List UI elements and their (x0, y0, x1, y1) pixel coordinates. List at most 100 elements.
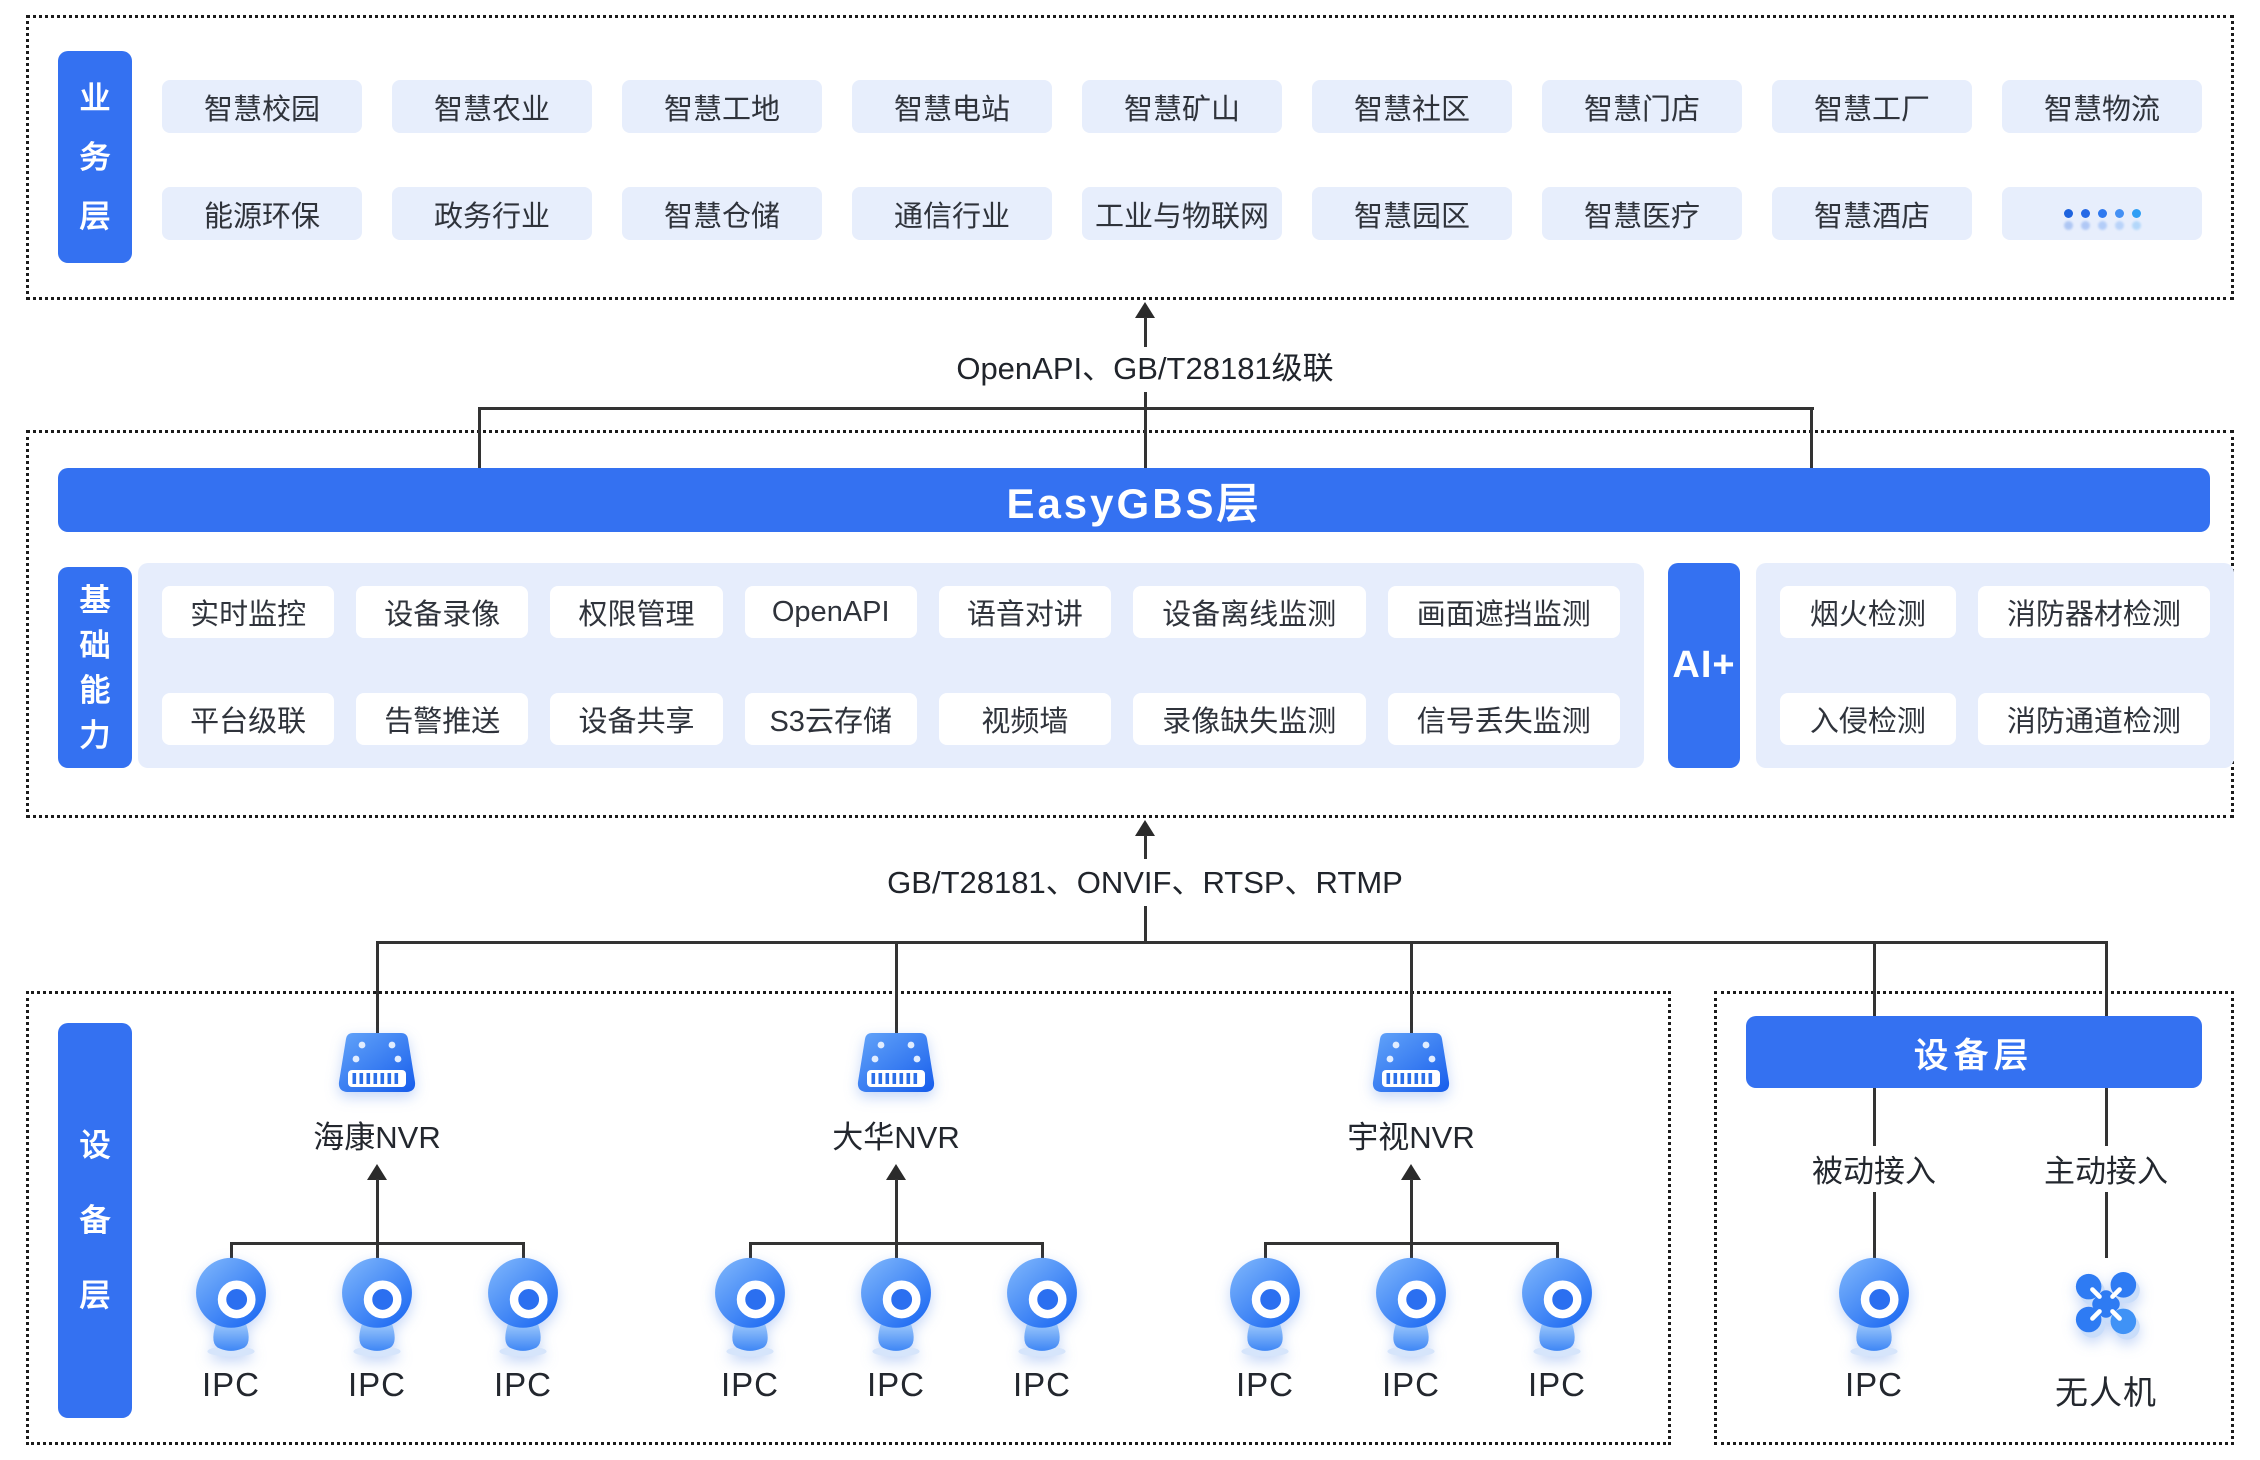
business-chip: 智慧酒店 (1772, 187, 1972, 240)
ai-capability-chip: 消防器材检测 (1977, 586, 2210, 638)
business-chip: 智慧社区 (1312, 80, 1512, 133)
connector-line (1555, 1242, 1559, 1260)
ipc-camera-icon (712, 1256, 788, 1358)
business-layer-pill: 业务层 (58, 51, 132, 263)
connector-line (1409, 1242, 1413, 1260)
capability-chip: 权限管理 (550, 586, 723, 638)
arrow-up-icon (1135, 302, 1155, 318)
ellipsis-dots-icon (2063, 209, 2141, 218)
connector-label-device: GB/T28181、ONVIF、RTSP、RTMP (887, 865, 1403, 900)
capability-panel: 实时监控设备录像权限管理 OpenAPI 语音对讲设备离线监测画面遮挡监测平台级联告… (138, 563, 1644, 768)
connector-line (375, 1242, 379, 1260)
business-chip: 智慧工厂 (1772, 80, 1972, 133)
more-industries-chip (2002, 187, 2202, 240)
business-layer-section (26, 15, 2234, 300)
ai-capability-chip: 入侵检测 (1780, 693, 1956, 745)
ai-capability-chip: 烟火检测 (1780, 586, 1956, 638)
nvr-name: 宇视NVR (1347, 1120, 1475, 1155)
nvr-icon (337, 1030, 417, 1100)
ai-label: AI+ (1672, 644, 1736, 686)
connector-line (375, 1179, 379, 1242)
connector-line (1409, 1179, 1413, 1242)
business-chip: 智慧工地 (622, 80, 822, 133)
ai-pill: AI+ (1668, 563, 1740, 768)
capability-chip: 语音对讲 (938, 586, 1112, 638)
connector-line (1143, 906, 1147, 943)
connector-line (748, 1242, 752, 1260)
business-chip: 智慧门店 (1542, 80, 1742, 133)
capability-chip: 录像缺失监测 (1133, 693, 1366, 745)
access-mode-label: 主动接入 (2044, 1154, 2168, 1189)
connector-line (1263, 1242, 1267, 1260)
device-layer-bar: 设备层 (1746, 1016, 2202, 1088)
nvr-icon (856, 1030, 936, 1100)
ipc-camera-icon (1227, 1256, 1303, 1358)
business-chip: 智慧医疗 (1542, 187, 1742, 240)
business-chip: 智慧农业 (392, 80, 592, 133)
ipc-camera-icon (1373, 1256, 1449, 1358)
capability-chip: 实时监控 (162, 586, 335, 638)
device-layer-bar-title: 设备层 (1914, 1036, 2034, 1075)
business-chip: 智慧矿山 (1082, 80, 1282, 133)
business-chip: 能源环保 (162, 187, 362, 240)
connector-line (1143, 835, 1147, 859)
ipc-label: IPC (720, 1366, 779, 1403)
capability-chip: OpenAPI (744, 586, 917, 638)
connector-line (1143, 317, 1147, 347)
business-chip: 智慧仓储 (622, 187, 822, 240)
connector-bracket (376, 941, 2108, 944)
business-chip: 通信行业 (852, 187, 1052, 240)
connector-line (1040, 1242, 1044, 1260)
arrow-up-icon (886, 1164, 906, 1180)
ipc-label: IPC (1381, 1366, 1440, 1403)
connector-line (1409, 941, 1413, 1033)
business-layer-label: 业务层 (79, 80, 111, 234)
nvr-name: 大华NVR (832, 1120, 960, 1155)
capability-chip: 设备离线监测 (1133, 586, 1366, 638)
ai-capability-chip: 消防通道检测 (1977, 693, 2210, 745)
ipc-label: IPC (201, 1366, 260, 1403)
connector-label-business: OpenAPI、GB/T28181级联 (956, 351, 1334, 386)
capability-chip: 画面遮挡监测 (1387, 586, 1620, 638)
ipc-label: IPC (1527, 1366, 1586, 1403)
ai-panel: 烟火检测消防器材检测入侵检测消防通道检测 (1756, 563, 2234, 768)
connector-line (1143, 392, 1147, 468)
connector-line (521, 1242, 525, 1260)
ipc-camera-icon (485, 1256, 561, 1358)
capability-chip: 平台级联 (162, 693, 335, 745)
ipc-label: IPC (1235, 1366, 1294, 1403)
capability-chip: 设备共享 (550, 693, 723, 745)
connector-line (375, 941, 379, 1033)
business-chip: 政务行业 (392, 187, 592, 240)
ipc-camera-icon (858, 1256, 934, 1358)
ipc-camera-icon (1004, 1256, 1080, 1358)
capability-chip: 告警推送 (356, 693, 529, 745)
ipc-camera-icon (339, 1256, 415, 1358)
ipc-camera-icon (1836, 1256, 1912, 1358)
ipc-label: IPC (1012, 1366, 1071, 1403)
ipc-camera-icon (193, 1256, 269, 1358)
nvr-icon (1371, 1030, 1451, 1100)
connector-line (1809, 407, 1813, 468)
arrow-up-icon (1135, 820, 1155, 836)
ipc-label: IPC (493, 1366, 552, 1403)
connector-line (894, 1242, 898, 1260)
easygbs-bar: EasyGBS层 (58, 468, 2210, 532)
access-device-label: IPC (1844, 1366, 1903, 1403)
connector-line (2104, 1192, 2108, 1258)
arrow-up-icon (1401, 1164, 1421, 1180)
device-layer-label: 设备层 (79, 1128, 111, 1313)
connector-line (229, 1242, 233, 1260)
connector-line (1872, 1192, 1876, 1258)
capability-pill: 基础能力 (58, 567, 132, 768)
business-chip-grid: 智慧校园智慧农业智慧工地智慧电站智慧矿山智慧社区智慧门店智慧工厂智慧物流能源环保… (162, 80, 2202, 240)
ipc-label: IPC (347, 1366, 406, 1403)
capability-label: 基础能力 (79, 582, 111, 753)
connector-line (894, 1179, 898, 1242)
connector-bracket (478, 407, 1814, 410)
business-chip: 智慧物流 (2002, 80, 2202, 133)
nvr-name: 海康NVR (313, 1120, 441, 1155)
business-chip: 工业与物联网 (1082, 187, 1282, 240)
capability-chip: 设备录像 (356, 586, 529, 638)
